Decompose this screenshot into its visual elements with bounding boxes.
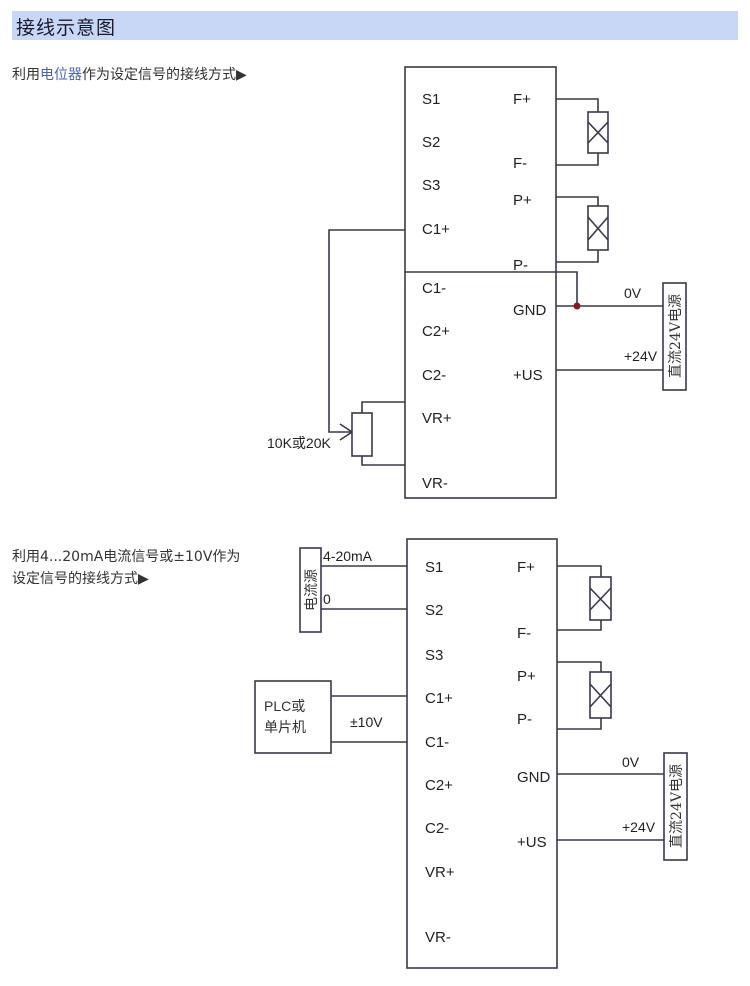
terminal-p-minus: P-: [517, 711, 532, 728]
terminal-vr-minus: VR-: [422, 475, 448, 492]
diagram1-description-highlight: 电位器: [40, 67, 82, 83]
terminal-vr-minus: VR-: [425, 929, 451, 946]
diagram2: S1 S2 S3 C1+ C1- C2+ C2- VR+ VR- F+ F- P…: [254, 538, 688, 969]
terminal-s3: S3: [425, 647, 443, 664]
terminal-f-minus: F-: [517, 625, 531, 642]
p-coil-symbol: [557, 661, 612, 730]
s1-wire-label: 4-20mA: [323, 548, 373, 564]
terminal-vr-plus: VR+: [422, 410, 452, 427]
current-source-label: 电流源: [303, 569, 319, 611]
power-supply-label-2: 直流24V电源: [668, 764, 685, 848]
diagram1-description-prefix: 利用: [12, 67, 40, 83]
f-coil-symbol: [557, 565, 612, 631]
terminal-s2: S2: [425, 602, 443, 619]
plc-label-line2: 单片机: [264, 719, 306, 735]
gnd-wire-label: 0V: [624, 285, 642, 301]
junction-dot: [573, 302, 581, 310]
terminal-c1-plus: C1+: [422, 221, 450, 238]
controller-block-1: [404, 66, 557, 499]
terminal-c1-minus: C1-: [425, 734, 449, 751]
diagram1-description-suffix: 作为设定信号的接线方式▶: [82, 67, 247, 83]
s2-wire-label: 0: [323, 591, 331, 607]
diagram2-description-line2: 设定信号的接线方式▶: [12, 571, 149, 587]
plc-box: [254, 680, 332, 754]
diagram1: S1 S2 S3 C1+ C1- C2+ C2- VR+ VR- F+ F- P…: [267, 66, 687, 499]
terminal-p-plus: P+: [517, 668, 536, 685]
power-supply-box-1: [662, 282, 687, 391]
terminal-gnd: GND: [513, 302, 547, 319]
terminal-f-plus: F+: [513, 91, 531, 108]
diagram2-description: 利用4...20mA电流信号或±10V作为 设定信号的接线方式▶: [12, 546, 240, 590]
terminal-c2-minus: C2-: [422, 367, 446, 384]
power-supply-box-2: [663, 752, 688, 861]
diagram2-description-line1: 利用4...20mA电流信号或±10V作为: [12, 549, 241, 565]
terminal-s2: S2: [422, 134, 440, 151]
current-source-box: [299, 547, 322, 633]
terminal-s1: S1: [425, 559, 443, 576]
terminal-us: +US: [517, 834, 547, 851]
us-wire-label: +24V: [622, 819, 656, 835]
plc-wire-label: ±10V: [350, 714, 383, 730]
potentiometer-label: 10K或20K: [267, 435, 331, 451]
section-header: 接线示意图: [12, 11, 738, 40]
section-title: 接线示意图: [16, 17, 117, 39]
terminal-c1-minus: C1-: [422, 280, 446, 297]
controller-block-2: [406, 538, 558, 969]
diagram1-description: 利用电位器作为设定信号的接线方式▶: [12, 64, 247, 86]
plc-label-line1: PLC或: [264, 698, 305, 714]
potentiometer-symbol: [328, 229, 405, 466]
terminal-f-minus: F-: [513, 155, 527, 172]
us-wire-label: +24V: [624, 348, 658, 364]
terminal-gnd: GND: [517, 769, 551, 786]
f-coil-symbol: [556, 98, 609, 166]
terminal-c2-plus: C2+: [425, 777, 453, 794]
power-supply-label-1: 直流24V电源: [667, 294, 684, 378]
terminal-us: +US: [513, 367, 543, 384]
terminal-c2-plus: C2+: [422, 323, 450, 340]
terminal-s1: S1: [422, 91, 440, 108]
terminal-c1-plus: C1+: [425, 690, 453, 707]
terminal-c2-minus: C2-: [425, 820, 449, 837]
gnd-wire-label: 0V: [622, 754, 640, 770]
terminal-f-plus: F+: [517, 559, 535, 576]
terminal-vr-plus: VR+: [425, 864, 455, 881]
terminal-p-minus: P-: [513, 257, 528, 274]
terminal-p-plus: P+: [513, 192, 532, 209]
p-coil-symbol: [556, 196, 609, 263]
terminal-s3: S3: [422, 177, 440, 194]
c1-minus-to-gnd-wire: [405, 271, 578, 306]
